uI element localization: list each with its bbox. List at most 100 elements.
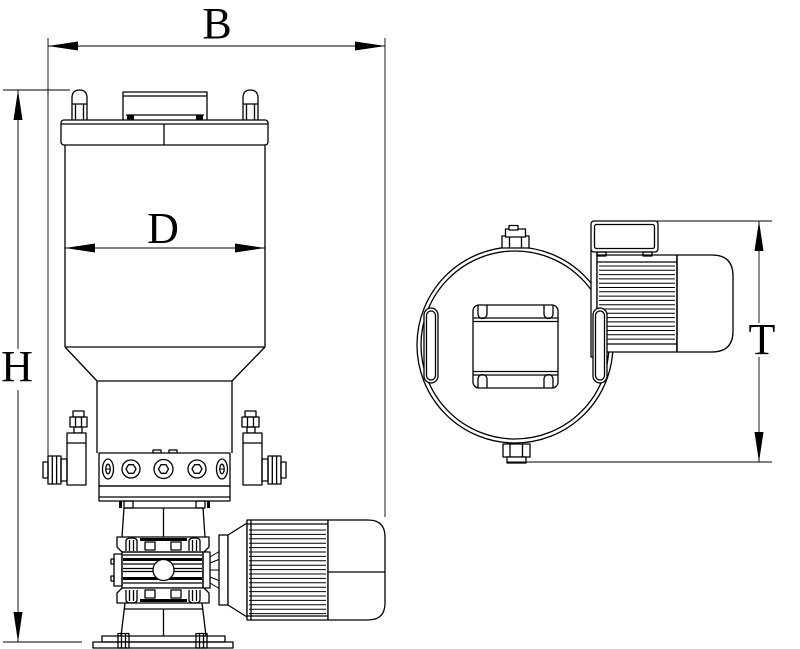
pedestal-lower-outline: [120, 602, 207, 637]
fitting-hex-facets: [246, 417, 255, 427]
fitting-body: [66, 432, 87, 486]
plate-tab-left-b: [123, 500, 134, 509]
reservoir-cap-foot-left: [127, 115, 134, 120]
reservoir-post-left: [71, 89, 88, 120]
outlet-collar: [261, 458, 269, 482]
outlet-nut: [47, 455, 62, 485]
nut-cap: [508, 224, 519, 231]
dimension-t-arrowheads: [754, 221, 764, 462]
motor-top-fins: [599, 265, 675, 340]
gearbox-shaft-hole: [152, 558, 175, 582]
fitting-body: [242, 432, 263, 486]
base-bolt-right-lines: [198, 633, 205, 648]
dimension-b-extension-lines: [47, 38, 386, 517]
front-view: B H D: [1, 0, 386, 649]
fitting-hex: [69, 416, 88, 428]
gearbox-fan-lines: [209, 550, 221, 590]
reservoir-cone: [64, 346, 266, 382]
gearbox-top-tab-left: [144, 541, 156, 551]
dimension-h-label: H: [1, 342, 33, 391]
gearbox-top-bolt-right: [188, 537, 201, 551]
slot-inner: [425, 310, 437, 381]
outlet-nut-facets: [51, 456, 58, 484]
gearbox-left-plate: [113, 553, 123, 587]
pump-block-outline: [472, 304, 559, 389]
base-bolt-left: [117, 632, 130, 649]
gearbox-bottom-bolt-right: [188, 590, 201, 604]
tank-mount-nut-top: [501, 224, 530, 249]
dimension-t: T: [507, 220, 776, 463]
base-flange: [92, 632, 234, 649]
motor-bell-plate: [218, 534, 229, 606]
grease-fitting-left: [66, 410, 88, 486]
dimension-h: H: [1, 89, 82, 643]
manifold-block: [98, 452, 231, 487]
motor-fins: [249, 529, 326, 615]
base-bolt-left-lines: [120, 633, 127, 648]
gearbox-bottom-tab-left: [144, 589, 156, 599]
fitting-cap: [244, 410, 257, 418]
fitting-hex-facets: [74, 417, 83, 427]
outlet-fitting-right: [261, 455, 287, 485]
pump-block-notches: [477, 305, 554, 388]
pedestal-upper-outline: [121, 507, 206, 538]
plate-tab-left-a: [119, 501, 122, 508]
tank-slot-left: [423, 307, 439, 384]
dimension-d-label: D: [147, 204, 179, 253]
terminal-box-foot-left: [596, 251, 607, 257]
outlet-fitting-left: [42, 455, 68, 485]
dimension-d: D: [65, 204, 265, 253]
outlet-tip: [280, 461, 287, 479]
bolt-2-hex: [125, 464, 137, 474]
outlet-nut: [267, 455, 282, 485]
motor-top-endcap: [676, 254, 734, 353]
bolt-4-hex: [191, 464, 203, 474]
pedestal-lower: [120, 602, 207, 637]
base-plate-lower: [92, 641, 234, 649]
reservoir-cap-foot-right: [196, 115, 203, 120]
bolt-4: [187, 459, 207, 479]
gearbox-left-notch-b: [110, 575, 115, 582]
outlet-nut-facets: [271, 456, 278, 484]
bolt-2: [121, 459, 141, 479]
bolt-side-left: [101, 458, 115, 480]
motor-top: [590, 220, 734, 358]
plate-tab-right-a: [207, 501, 210, 508]
dimension-h-extension-lines: [3, 89, 82, 643]
pump-head: [98, 449, 231, 509]
fitting-cap: [72, 410, 85, 418]
tank-slot-right: [592, 307, 608, 384]
gearbox-bottom-bolt-left: [125, 590, 138, 604]
terminal-box-inner: [593, 223, 656, 250]
fitting-hex: [241, 416, 260, 428]
pump-block-lines: [473, 317, 558, 376]
nut-facets: [509, 444, 524, 457]
base-bolt-right: [195, 632, 208, 649]
gearbox-top-tab-right: [170, 541, 182, 551]
dimension-t-extension-lines: [507, 220, 772, 463]
gearbox-right-plate: [202, 551, 211, 589]
reservoir-neck: [96, 381, 233, 453]
grease-fitting-right: [241, 410, 263, 486]
tank-mount-nut-bottom: [502, 443, 531, 464]
terminal-box-foot-right: [642, 251, 653, 257]
terminal-box: [590, 220, 659, 253]
dimension-t-label: T: [749, 315, 776, 364]
pedestal-upper: [121, 507, 206, 538]
motor-top-body: [596, 254, 678, 353]
outlet-collar: [60, 458, 68, 482]
top-view: T: [416, 220, 776, 464]
dimension-b-label: B: [202, 0, 231, 48]
manifold-bolts: [101, 458, 229, 480]
reservoir-body: [64, 145, 266, 348]
reservoir-post-right: [242, 89, 259, 120]
reservoir: [60, 89, 269, 453]
dimension-b: B: [47, 0, 386, 517]
reservoir-top-flange-lines: [61, 123, 268, 145]
outlet-tip: [42, 461, 49, 479]
reservoir-cap: [122, 91, 208, 120]
gearbox: [110, 536, 221, 604]
fitting-neck: [246, 426, 256, 434]
